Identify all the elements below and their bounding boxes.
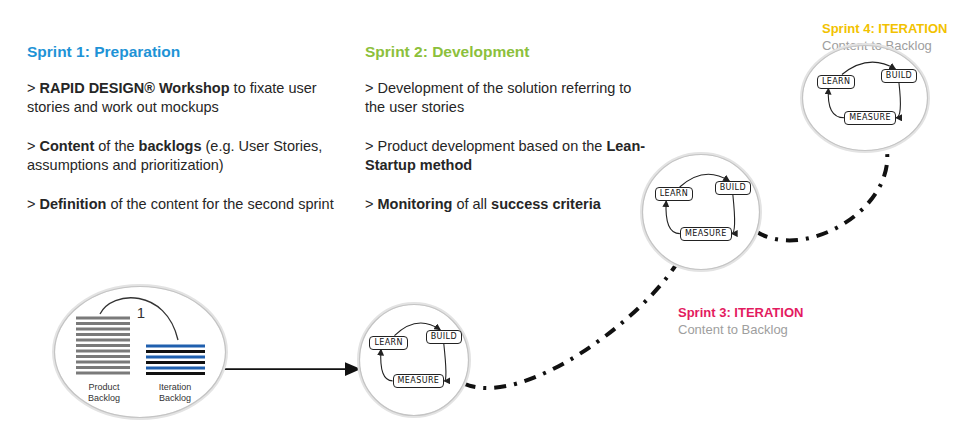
sprint-subtitle: Content to Backlog [678,321,878,338]
cycle-step-box: LEARN [817,75,856,89]
label-text: of the [98,138,134,154]
label-text: of the content for the second sprint [110,196,333,212]
sprint-heading: Sprint 1: Preparation [27,42,357,62]
sprint-circle: 1Product Backlog Iteration Backlog [52,284,228,420]
sprint-heading: Sprint 2: Development [365,42,655,62]
label-text: Sprint 1: Preparation [27,43,180,60]
step-label: LEARN [660,189,689,198]
label-text: > [365,138,373,154]
cycle-step-box: BUILD [715,181,751,195]
cycle-step-box: MEASURE [393,374,445,388]
sprint-heading: Sprint 4: ITERATION [822,20,974,37]
step-label: MEASURE [398,376,440,385]
bold-term: Monitoring [378,196,453,212]
step-label: MEASURE [685,229,727,238]
cycle-step-box: LEARN [655,187,694,201]
label-text: of all [456,196,487,212]
label-text: > [365,196,373,212]
circle-outline [357,302,471,418]
cycle-step-box: BUILD [881,69,917,83]
label-text: Content to Backlog [678,322,788,337]
step-label: MEASURE [849,113,891,122]
connector [828,89,844,118]
sprint-heading: Sprint 3: ITERATION [678,304,878,321]
label-text: Product development based on the [378,138,603,154]
connector [223,368,360,370]
sprint-circle: LEARN BUILD MEASURE [800,43,930,153]
bold-term: RAPID DESIGN® Workshop [40,80,230,96]
connector [732,195,735,234]
connector [444,344,446,381]
label-text: > [27,80,35,96]
bullet-text: > Content of the backlogs (e.g. User Sto… [27,137,362,175]
circle-outline [640,152,762,272]
label-text: Sprint 4: ITERATION [822,21,947,36]
step-label: BUILD [886,71,912,80]
connector [666,201,680,234]
circle-outline [800,43,930,153]
step-label: BUILD [720,183,746,192]
sprint-circle: LEARN BUILD MEASURE [357,302,471,418]
bullet-text: > Product development based on the Lean-… [365,137,655,175]
bold-term: backlogs [139,138,202,154]
sprint-circle: LEARN BUILD MEASURE [640,152,762,272]
cycle-step-box: BUILD [426,330,462,344]
backlog-label: Product Backlog [79,382,129,404]
callout-number: 1 [134,304,148,321]
cycle-step-box: MEASURE [680,227,732,241]
label-text: > [27,196,35,212]
connector [464,265,676,388]
step-label: BUILD [431,332,457,341]
label-text: Sprint 2: Development [365,43,530,60]
bullet-text: > Monitoring of all success criteria [365,195,655,214]
bold-term: Content [40,138,95,154]
connector [756,148,887,241]
connector [896,83,900,118]
bullet-text: > Definition of the content for the seco… [27,195,362,214]
step-label: LEARN [374,338,403,347]
cycle-step-box: MEASURE [844,111,896,125]
bullet-text: > RAPID DESIGN® Workshop to fixate user … [27,79,362,117]
step-label: LEARN [822,77,851,86]
label-text: Sprint 3: ITERATION [678,305,803,320]
label-text: > Development of the solution referring … [365,80,631,115]
cycle-step-box: LEARN [369,336,408,350]
bullet-text: > Development of the solution referring … [365,79,655,117]
label-text: > [27,138,35,154]
backlog-label: Iteration Backlog [150,382,200,404]
bold-term: success criteria [491,196,601,212]
connector [381,350,393,381]
bold-term: Definition [40,196,107,212]
